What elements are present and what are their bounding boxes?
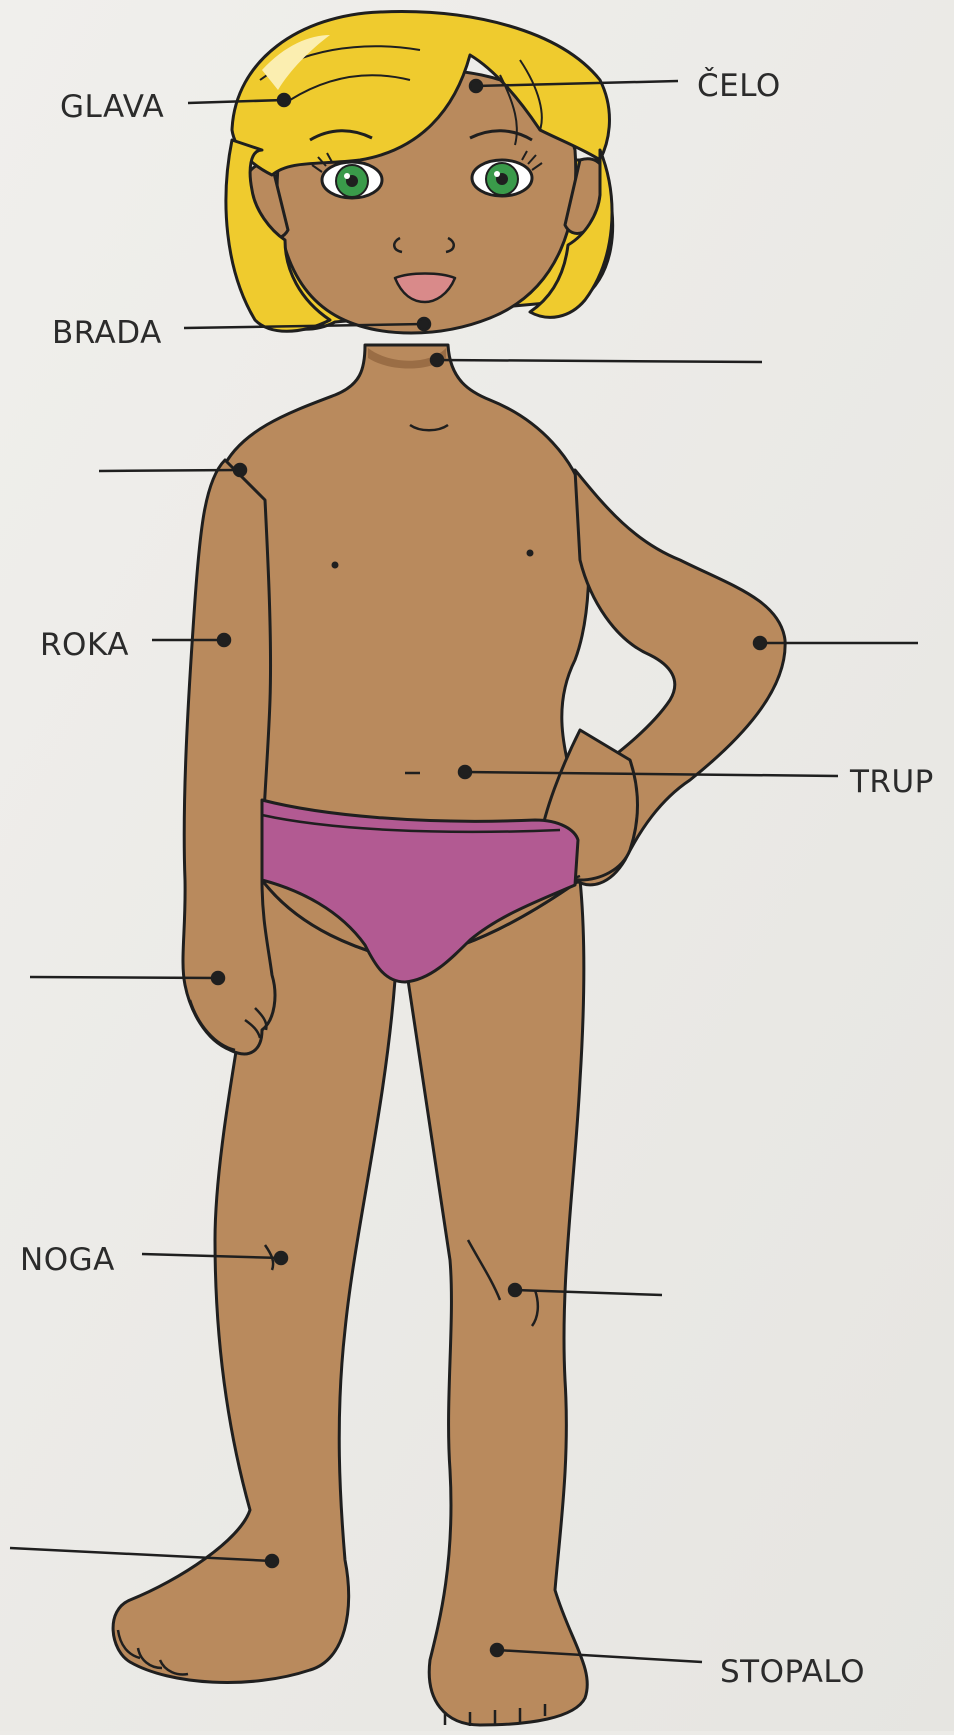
label-celo: ČELO <box>697 67 781 104</box>
dot-stopalo <box>491 1644 503 1656</box>
dot-ankle <box>266 1555 278 1567</box>
eye-left-glint <box>344 173 350 179</box>
dot-roka <box>218 634 230 646</box>
label-brada: BRADA <box>52 315 162 351</box>
dot-glava <box>278 94 290 106</box>
eye-right-glint <box>494 171 500 177</box>
label-glava: GLAVA <box>60 89 164 125</box>
label-stopalo: STOPALO <box>720 1654 865 1690</box>
dot-celo <box>470 80 482 92</box>
dot-elbow <box>754 637 766 649</box>
dot-shoulder <box>234 464 246 476</box>
leader-shoulder <box>99 470 240 471</box>
dot-hand <box>212 972 224 984</box>
dot-knee <box>509 1284 521 1296</box>
nipple-right <box>528 551 532 555</box>
label-noga: NOGA <box>20 1242 115 1278</box>
label-trup: TRUP <box>849 764 934 800</box>
dot-neck <box>431 354 443 366</box>
label-roka: ROKA <box>40 627 129 663</box>
nipple-left <box>333 563 337 567</box>
dot-brada <box>418 318 430 330</box>
dot-trup <box>459 766 471 778</box>
dot-noga <box>275 1252 287 1264</box>
leader-hand <box>30 977 218 978</box>
